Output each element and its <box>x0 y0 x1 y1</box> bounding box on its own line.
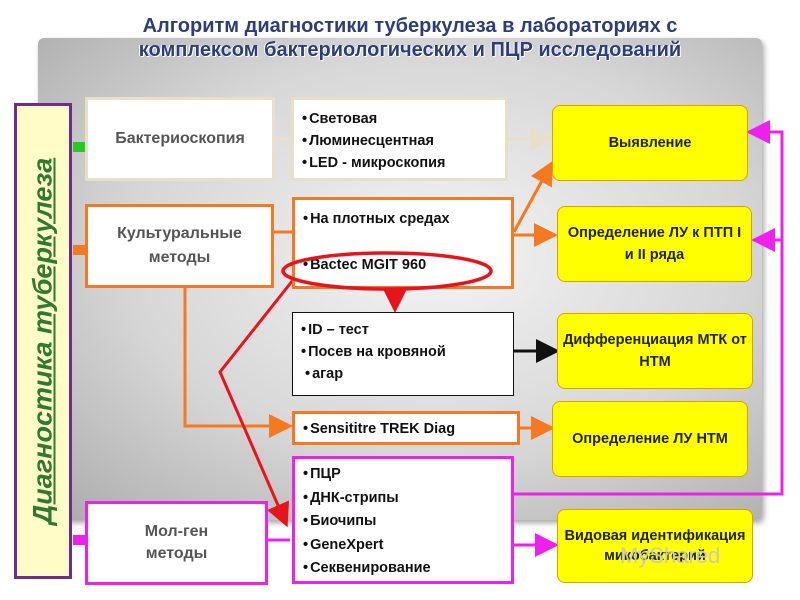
result-species: Видовая идентификация микобактерий <box>557 509 753 583</box>
diagram-title: Алгоритм диагностики туберкулеза в лабор… <box>40 14 780 62</box>
molecular-item: ДНК-стрипы <box>303 487 503 511</box>
bacterioscopy-tab <box>73 142 87 152</box>
microscopy-list: Световая Люминесцентная LED - микроскопи… <box>291 97 508 181</box>
line-molecular-feedback <box>514 120 784 496</box>
title-line-2: комплексом бактериологических и ПЦР иссл… <box>138 39 682 61</box>
bacterioscopy-label: Бактериоскопия <box>115 130 245 147</box>
line-cult-to-sensititre <box>183 288 293 438</box>
line-bactec-to-molecular <box>218 279 295 528</box>
microscopy-item: LED - микроскопия <box>302 152 497 174</box>
molgen-box: Мол-ген методы <box>85 501 268 585</box>
molecular-item: GeneXpert <box>303 534 503 558</box>
molgen-tab <box>73 535 87 545</box>
line-media-to-detection <box>512 160 553 233</box>
molecular-list: ПЦР ДНК-стрипы Биочипы GeneXpert Секвени… <box>292 456 514 584</box>
id-test-item: ID – тест <box>301 319 505 341</box>
cultural-label: Культуральные методы <box>117 225 242 266</box>
molecular-item: Биочипы <box>303 510 503 534</box>
id-test-item: агар <box>301 363 505 385</box>
sensititre-list: Sensititre TREK Diag <box>292 411 520 445</box>
title-line-1: Алгоритм диагностики туберкулеза в лабор… <box>142 15 678 37</box>
cultural-tab <box>73 245 87 255</box>
culture-media-item: На плотных средах <box>303 208 503 230</box>
culture-media-item: Bactec MGIT 960 <box>303 254 503 276</box>
molgen-label: Мол-ген методы <box>144 523 209 562</box>
result-detection: Выявление <box>552 105 748 181</box>
microscopy-item: Световая <box>302 108 497 130</box>
cultural-box: Культуральные методы <box>85 204 274 288</box>
side-label-box <box>14 103 72 579</box>
result-dst-line: Определение ЛУ к ПТП I и II ряда <box>557 206 752 282</box>
result-differentiation: Дифференциация МТК от НТМ <box>557 313 753 389</box>
microscopy-item: Люминесцентная <box>302 130 497 152</box>
bacterioscopy-box: Бактериоскопия <box>85 97 275 181</box>
molecular-item: ПЦР <box>303 463 503 487</box>
culture-media-list: На плотных средах Bactec MGIT 960 <box>292 197 514 289</box>
id-test-item: Посев на кровяной <box>301 341 505 363</box>
molecular-item: Секвенирование <box>303 557 503 581</box>
result-dst-ntm: Определение ЛУ НТМ <box>552 401 748 477</box>
watermark: MyShared <box>620 543 721 568</box>
id-test-list: ID – тест Посев на кровяной агар <box>292 312 514 396</box>
sensititre-item: Sensititre TREK Diag <box>303 418 509 440</box>
